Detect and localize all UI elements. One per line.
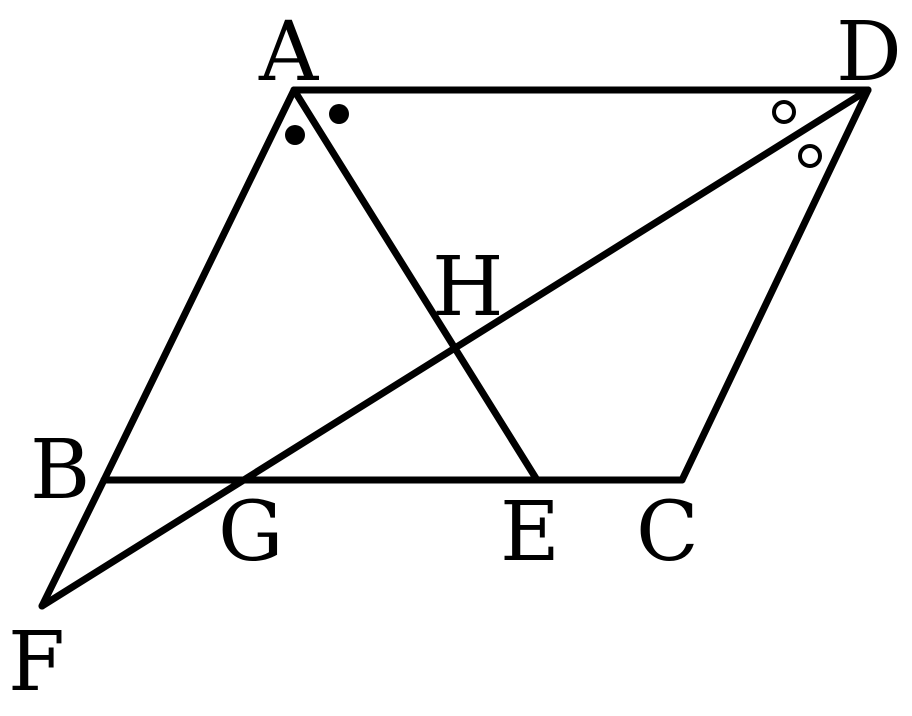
label-A: A (258, 5, 320, 100)
angle-mark-A-2 (285, 125, 305, 145)
label-G: G (218, 485, 284, 580)
angle-mark-D-1 (772, 100, 796, 124)
angle-mark-D-2 (798, 144, 822, 168)
segment-AE (290, 86, 541, 484)
label-D: D (836, 5, 902, 100)
label-H: H (432, 240, 504, 335)
label-E: E (500, 485, 560, 580)
segment-DF (38, 86, 872, 610)
segment-DC (678, 86, 872, 484)
label-F: F (8, 615, 65, 710)
segment-BF (38, 476, 108, 610)
angle-mark-A-1 (329, 104, 349, 124)
label-C: C (636, 485, 699, 580)
segment-AB (100, 86, 298, 484)
label-B: B (30, 423, 90, 518)
